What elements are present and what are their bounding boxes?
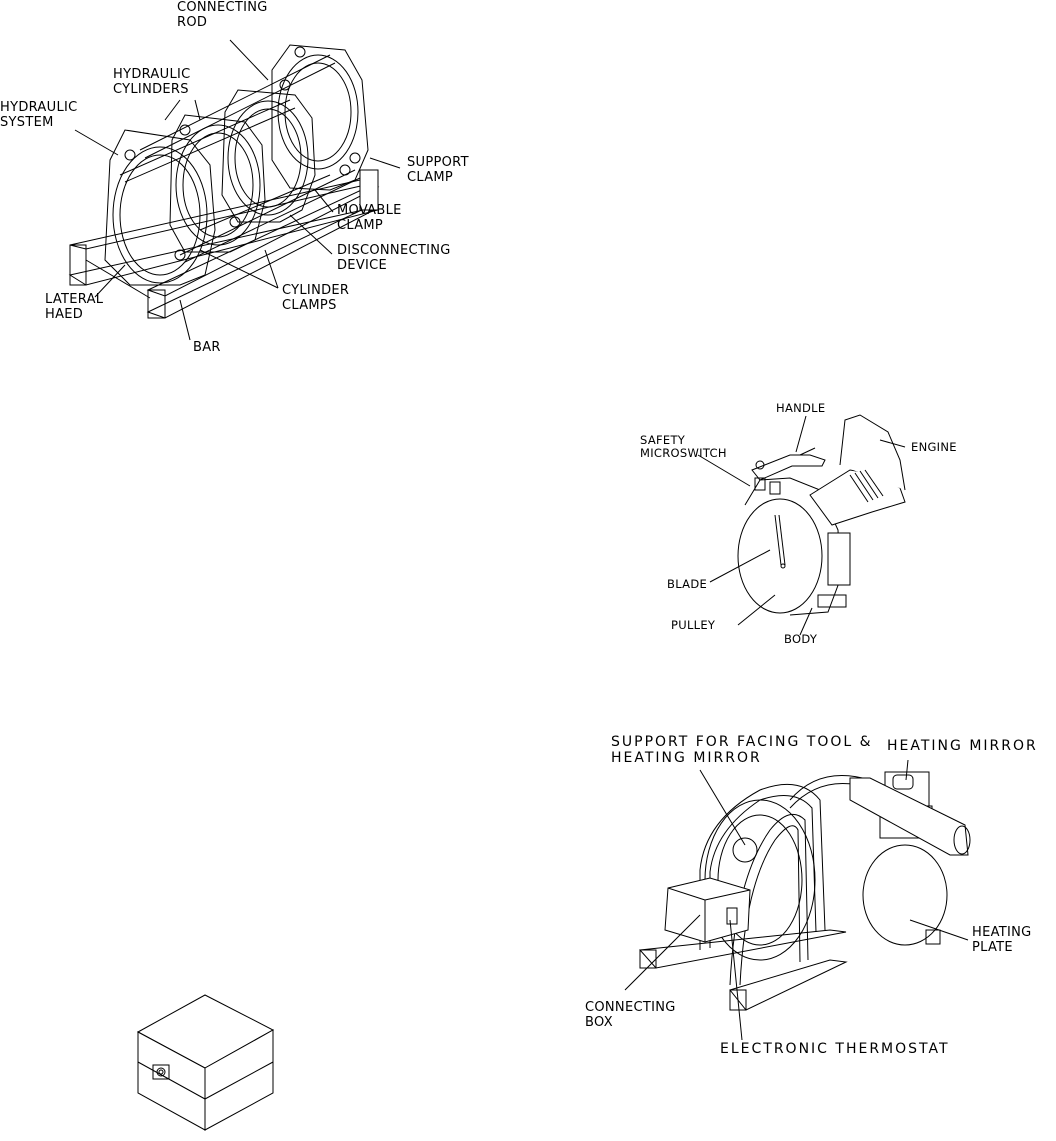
label-body: BODY (784, 632, 818, 646)
control-box-socket-icon (153, 1065, 169, 1079)
label-connecting-box: CONNECTING BOX (585, 1000, 676, 1030)
label-heating-plate: HEATING PLATE (972, 925, 1032, 955)
label-connecting-rod: CONNECTING ROD (177, 0, 268, 30)
label-bar: BAR (193, 340, 221, 355)
label-hydraulic-cylinders: HYDRAULIC CYLINDERS (113, 67, 191, 97)
machine-rods (120, 47, 360, 262)
label-disconnecting-device: DISCONNECTING DEVICE (337, 243, 451, 273)
heater-leader-lines (625, 760, 968, 1040)
label-support-for-facing-tool: SUPPORT FOR FACING TOOL & HEATING MIRROR (611, 734, 873, 766)
connecting-box (665, 878, 750, 942)
label-movable-clamp: MOVABLE CLAMP (337, 203, 402, 233)
label-blade: BLADE (667, 577, 708, 591)
label-pulley: PULLEY (671, 618, 716, 632)
label-handle: HANDLE (776, 401, 826, 415)
label-cylinder-clamps: CYLINDER CLAMPS (282, 283, 350, 313)
machine-base-bars (70, 170, 378, 318)
facing-tool-handle (752, 448, 825, 494)
label-hydraulic-system: HYDRAULIC SYSTEM (0, 100, 78, 130)
label-heating-mirror: HEATING MIRROR (887, 738, 1038, 754)
heating-mirror (790, 772, 970, 945)
facing-tool-engine (810, 415, 905, 525)
control-box (138, 995, 273, 1130)
label-safety-microswitch: SAFETY MICROSWITCH (640, 433, 727, 460)
facing-tool-leader-lines (698, 416, 905, 635)
label-support-clamp: SUPPORT CLAMP (407, 155, 469, 185)
label-electronic-thermostat: ELECTRONIC THERMOSTAT (720, 1041, 950, 1057)
label-lateral-haed: LATERAL HAED (45, 292, 104, 322)
machine-leader-lines (75, 40, 400, 340)
label-engine: ENGINE (911, 440, 957, 454)
